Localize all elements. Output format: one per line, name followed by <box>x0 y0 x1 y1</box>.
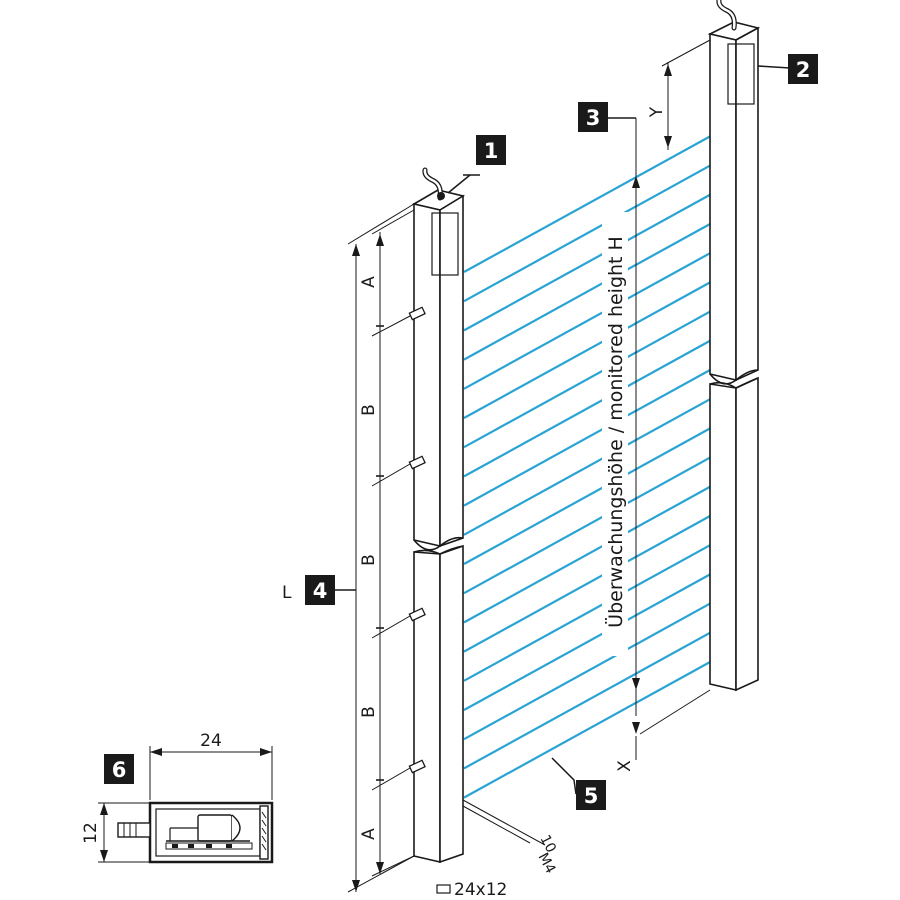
light-beam <box>463 335 719 478</box>
callout-5 <box>576 780 606 810</box>
transmitter-upper-segment <box>413 202 441 548</box>
monitored-height-label: Überwachungshöhe / monitored height H <box>604 236 627 628</box>
receiver-upper-segment <box>709 32 737 382</box>
light-beam <box>463 364 719 507</box>
dim-height-12: 12 <box>81 822 101 844</box>
transmitter-upper-side <box>439 194 464 548</box>
dim-b-second: B <box>359 554 379 566</box>
light-beam <box>463 598 719 741</box>
callout-1 <box>476 135 506 165</box>
light-beams <box>463 131 719 799</box>
light-beam <box>463 393 719 536</box>
transmitter-lower-segment <box>413 551 441 864</box>
dim-y: Y <box>647 106 667 118</box>
dim-l: L <box>282 583 292 603</box>
light-beam <box>463 247 719 390</box>
light-beam <box>463 218 719 361</box>
receiver-column <box>707 21 761 692</box>
light-beam <box>463 627 719 770</box>
light-beam <box>463 510 719 653</box>
receiver-window <box>727 43 755 105</box>
callout-2 <box>788 54 818 84</box>
callout-4 <box>305 575 335 605</box>
dim-width-24: 24 <box>200 731 222 751</box>
light-beam <box>463 423 719 565</box>
light-beam <box>463 160 719 303</box>
transmitter-lower-side <box>439 544 464 864</box>
callout-3 <box>578 102 608 132</box>
dim-a-top: A <box>359 276 379 288</box>
callout-4-label: 4 <box>313 579 328 603</box>
light-beam <box>463 539 719 682</box>
dim-b-first: B <box>359 404 379 416</box>
dimension-ticks <box>376 325 384 781</box>
callout-6 <box>104 754 134 784</box>
cross-section-detail: 6 24 12 <box>81 731 274 864</box>
callout-5-label: 5 <box>584 784 599 808</box>
receiver-lower-segment <box>709 383 737 692</box>
dimension-lines-right <box>635 39 711 760</box>
callout-2-label: 2 <box>796 58 811 82</box>
transmitter-window <box>431 212 459 276</box>
dimension-lines-left <box>347 203 546 893</box>
callout-1-label: 1 <box>484 139 499 163</box>
light-beam <box>463 131 719 273</box>
dim-10: 10 <box>536 832 558 855</box>
dim-x: X <box>615 760 635 772</box>
transmitter-break <box>413 536 464 551</box>
label-gap <box>602 212 628 656</box>
dim-a-bottom: A <box>359 828 379 840</box>
light-beam <box>463 189 719 332</box>
light-beam <box>463 569 719 711</box>
transmitter-column <box>411 189 466 864</box>
light-beam <box>463 306 719 449</box>
light-beam <box>463 452 719 595</box>
dim-m4: M4 <box>534 850 558 876</box>
receiver-upper-side <box>735 26 759 382</box>
section-size: 24x12 <box>454 880 507 900</box>
dim-b-third: B <box>359 706 379 718</box>
section-symbol <box>436 884 451 894</box>
light-beam <box>463 481 719 624</box>
callout-3-label: 3 <box>586 106 601 130</box>
light-beam <box>463 656 719 799</box>
light-beam <box>463 277 719 419</box>
callout-6-label: 6 <box>112 758 127 782</box>
receiver-lower-side <box>735 376 759 692</box>
mounting-studs <box>408 306 426 774</box>
